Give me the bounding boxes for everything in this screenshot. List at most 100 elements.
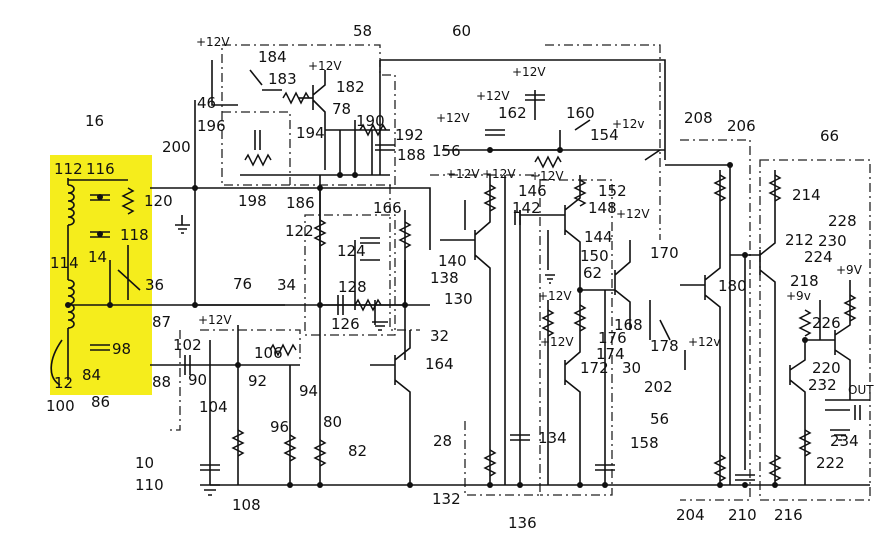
block-66	[759, 159, 871, 501]
label-166: 166	[373, 199, 402, 217]
label-214: 214	[792, 186, 821, 204]
label-186: 186	[286, 194, 315, 212]
label-36: 36	[145, 276, 164, 294]
label-162: 162	[498, 104, 527, 122]
label-194: 194	[296, 124, 325, 142]
label-34: 34	[277, 276, 296, 294]
label-106: 106	[254, 344, 283, 362]
label-88: 88	[152, 373, 171, 391]
label-200: 200	[162, 138, 191, 156]
label-30: 30	[622, 359, 641, 377]
label-87: 87	[152, 313, 171, 331]
label-98: 98	[112, 340, 131, 358]
block-34	[304, 214, 396, 336]
junctions	[65, 147, 808, 488]
supply-12v: +12V	[196, 35, 230, 49]
label-138: 138	[430, 269, 459, 287]
label-178: 178	[650, 337, 679, 355]
label-46: 46	[197, 94, 216, 112]
label-82: 82	[348, 442, 367, 460]
output-label: OUT	[848, 383, 874, 397]
label-174: 174	[596, 345, 625, 363]
label-80: 80	[323, 413, 342, 431]
label-183: 183	[268, 70, 297, 88]
supply-9v: +9V	[836, 263, 863, 277]
label-76: 76	[233, 275, 252, 293]
label-78: 78	[332, 100, 351, 118]
label-182: 182	[336, 78, 365, 96]
supply-12v: +12V	[616, 207, 650, 221]
label-60: 60	[452, 22, 471, 40]
supply-12v: +12V	[308, 59, 342, 73]
label-176: 176	[598, 329, 627, 347]
label-142: 142	[512, 199, 541, 217]
label-184: 184	[258, 48, 287, 66]
label-132: 132	[432, 490, 461, 508]
label-10: 10	[135, 454, 154, 472]
label-206: 206	[727, 117, 756, 135]
label-216: 216	[774, 506, 803, 524]
label-92: 92	[248, 372, 267, 390]
block-10	[170, 330, 181, 431]
label-226: 226	[812, 314, 841, 332]
label-118: 118	[120, 226, 149, 244]
label-108: 108	[232, 496, 261, 514]
label-56: 56	[650, 410, 669, 428]
label-210: 210	[728, 506, 757, 524]
label-234: 234	[830, 432, 859, 450]
label-168: 168	[614, 316, 643, 334]
supply-12v: +12V	[436, 111, 470, 125]
resistors	[121, 91, 857, 482]
label-90: 90	[188, 371, 207, 389]
label-150: 150	[580, 247, 609, 265]
highlighted-coil-region	[50, 155, 152, 395]
label-220: 220	[812, 359, 841, 377]
label-172: 172	[580, 359, 609, 377]
supply-12v: +12V	[540, 335, 574, 349]
label-128: 128	[338, 278, 367, 296]
label-102: 102	[173, 336, 202, 354]
label-126: 126	[331, 315, 360, 333]
block-56	[680, 139, 751, 501]
label-192: 192	[395, 126, 424, 144]
block-60	[545, 44, 661, 240]
label-198: 198	[238, 192, 267, 210]
label-86: 86	[91, 393, 110, 411]
label-66: 66	[820, 127, 839, 145]
label-140: 140	[438, 252, 467, 270]
label-180: 180	[718, 277, 747, 295]
supply-12v-lower: +12v	[688, 335, 720, 349]
label-110: 110	[135, 476, 164, 494]
label-152: 152	[598, 182, 627, 200]
block-30	[540, 179, 613, 496]
wiring	[150, 59, 870, 496]
label-144: 144	[584, 228, 613, 246]
label-232: 232	[808, 376, 837, 394]
label-228: 228	[828, 212, 857, 230]
label-146: 146	[518, 182, 547, 200]
label-148: 148	[588, 199, 617, 217]
label-120: 120	[144, 192, 173, 210]
supply-12v: +12V	[476, 89, 510, 103]
label-222: 222	[816, 454, 845, 472]
label-130: 130	[444, 290, 473, 308]
supply-12v: +12V	[538, 289, 572, 303]
supply-labels: +12V +12V +12V +12V +12V +12V +12V +12V …	[196, 35, 874, 397]
label-84: 84	[82, 366, 101, 384]
label-154: 154	[590, 126, 619, 144]
label-212: 212	[785, 231, 814, 249]
label-190: 190	[356, 112, 385, 130]
capacitors	[90, 94, 861, 481]
label-196: 196	[197, 117, 226, 135]
block-46	[222, 111, 291, 185]
label-112: 112	[54, 160, 83, 178]
label-32: 32	[430, 327, 449, 345]
label-156: 156	[432, 142, 461, 160]
label-218: 218	[790, 272, 819, 290]
block-58	[221, 44, 396, 186]
label-170: 170	[650, 244, 679, 262]
label-28: 28	[433, 432, 452, 450]
label-62: 62	[583, 264, 602, 282]
label-114: 114	[50, 254, 79, 272]
